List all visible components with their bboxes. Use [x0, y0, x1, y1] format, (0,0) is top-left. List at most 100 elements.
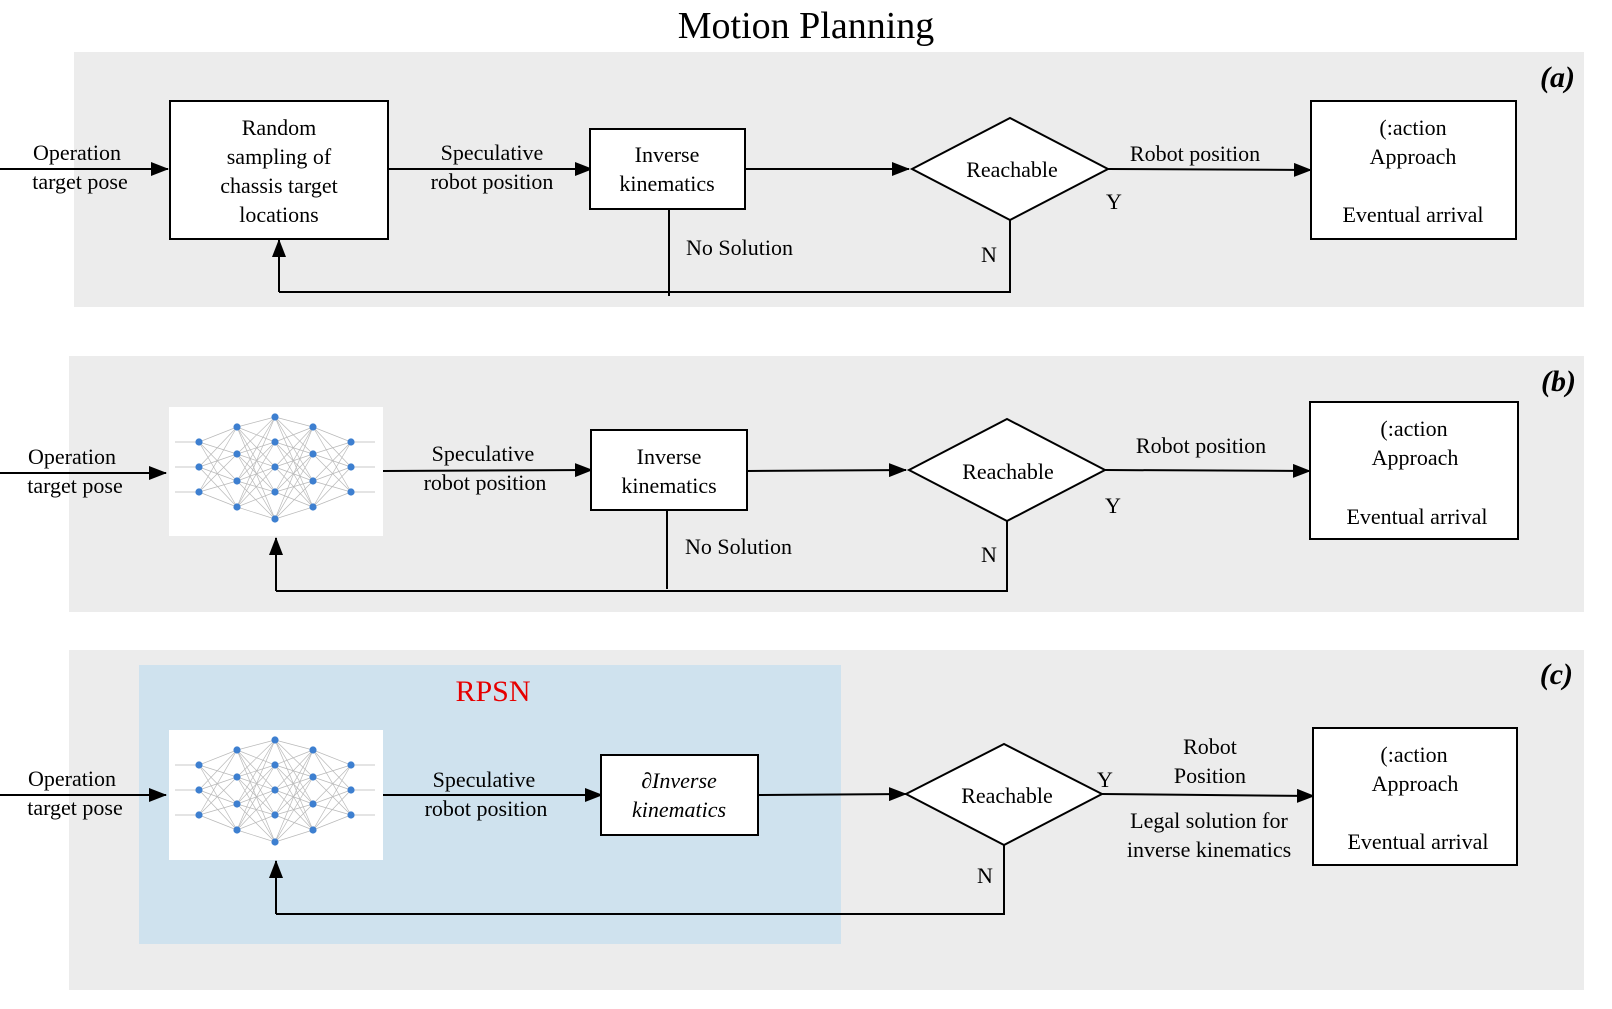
- panel-b-input-label-line2: target pose: [27, 473, 123, 498]
- nn-connection: [274, 466, 314, 482]
- panel-c-output-line1: (:action: [1380, 742, 1447, 767]
- nn-connection: [236, 491, 276, 508]
- nn-node: [271, 811, 279, 819]
- nn-connection: [274, 491, 314, 508]
- panel-c-yes-label: Y: [1097, 767, 1113, 792]
- panel-b-input-label-line1: Operation: [28, 444, 116, 469]
- nn-connection: [198, 749, 238, 766]
- panel-a-sampler-line1: Random: [242, 115, 317, 140]
- panel-a-ik-line2: kinematics: [619, 171, 714, 196]
- panel-c-label: (c): [1540, 658, 1573, 691]
- panel-b-output-box: [1309, 401, 1519, 540]
- panel-b-neural-network-card: [169, 407, 383, 536]
- panel-b: (b) Operation target pose Speculative ro…: [0, 356, 1584, 612]
- nn-connection: [274, 441, 314, 508]
- nn-connection: [274, 416, 314, 482]
- nn-node: [309, 800, 317, 808]
- nn-connection: [236, 466, 276, 508]
- nn-connection: [312, 426, 352, 468]
- nn-node: [271, 736, 279, 744]
- nn-node: [233, 477, 241, 485]
- nn-connection: [198, 776, 238, 791]
- panel-a-label: (a): [1540, 61, 1575, 94]
- panel-b-ik-line1: Inverse: [637, 444, 702, 469]
- nn-connection: [198, 466, 238, 508]
- nn-node: [195, 463, 203, 471]
- panel-b-speculative-arrow: [382, 463, 593, 478]
- nn-node: [347, 463, 355, 471]
- panel-a-sampler-line4: locations: [239, 202, 318, 227]
- nn-connection: [274, 426, 314, 493]
- nn-connection: [198, 441, 238, 508]
- nn-connection: [236, 739, 276, 778]
- nn-connection: [274, 480, 314, 520]
- panel-b-ik-box: [590, 429, 748, 511]
- panel-c-decision-label: Reachable: [961, 783, 1053, 808]
- nn-connection: [312, 749, 352, 816]
- panel-c-output-edge-label-line1: Robot: [1183, 734, 1237, 759]
- nn-node: [271, 761, 279, 769]
- nn-node: [347, 761, 355, 769]
- nn-connection: [312, 814, 352, 831]
- nn-node: [347, 438, 355, 446]
- nn-node: [309, 826, 317, 834]
- panel-c-output-arrow: [1101, 788, 1315, 803]
- panel-a-yes-label: Y: [1106, 189, 1122, 214]
- panel-c-input-label-line1: Operation: [28, 766, 116, 791]
- nn-connection: [198, 426, 238, 443]
- nn-connection: [312, 453, 352, 493]
- panel-c-diff-ik-line1: ∂Inverse: [641, 768, 717, 793]
- nn-connection: [198, 426, 238, 493]
- nn-connection: [236, 480, 276, 520]
- nn-connection: [236, 739, 276, 805]
- nn-connection: [274, 441, 314, 482]
- nn-connection: [236, 426, 276, 468]
- nn-connection: [274, 453, 314, 468]
- nn-connection: [274, 739, 314, 805]
- panel-b-output-line1: (:action: [1380, 416, 1447, 441]
- nn-connection: [274, 739, 314, 751]
- panel-c-speculative-label-line1: Speculative: [433, 767, 536, 792]
- nn-connection: [236, 764, 276, 778]
- panel-c-speculative-label-line2: robot position: [425, 796, 548, 821]
- nn-node: [233, 773, 241, 781]
- nn-connection: [312, 426, 352, 443]
- panel-a-output-arrow: [1107, 162, 1312, 177]
- nn-connection: [236, 814, 276, 831]
- panel-c-diff-ik-line2: kinematics: [632, 797, 726, 822]
- nn-connection: [236, 416, 276, 455]
- nn-connection: [312, 764, 352, 778]
- panel-b-speculative-label-line2: robot position: [424, 470, 547, 495]
- panel-b-loop-line: [276, 521, 1008, 592]
- nn-connection: [236, 829, 276, 843]
- nn-connection: [236, 416, 276, 508]
- nn-connection: [236, 416, 276, 428]
- panel-b-decision-label: Reachable: [962, 459, 1054, 484]
- panel-a-output-line1: (:action: [1379, 115, 1446, 140]
- nn-connection: [274, 749, 314, 816]
- panel-b-no-solution-label: No Solution: [685, 534, 792, 559]
- nn-connection: [198, 453, 238, 493]
- panel-a-sampler-line3: chassis target: [220, 173, 338, 198]
- nn-node: [195, 811, 203, 819]
- nn-connection: [274, 426, 314, 520]
- nn-connection: [312, 776, 352, 816]
- nn-connection: [198, 764, 238, 778]
- panel-a-decision-label: Reachable: [966, 157, 1058, 182]
- nn-node: [347, 811, 355, 819]
- nn-connection: [312, 491, 352, 508]
- nn-node: [233, 800, 241, 808]
- nn-connection: [274, 416, 314, 455]
- panel-a-output-edge-label: Robot position: [1130, 141, 1260, 166]
- nn-node: [271, 838, 279, 846]
- nn-connection: [312, 441, 352, 482]
- nn-connection: [198, 466, 238, 482]
- panel-a-input-label-line2: target pose: [32, 169, 128, 194]
- nn-node: [233, 746, 241, 754]
- nn-connection: [312, 764, 352, 831]
- nn-connection: [236, 749, 276, 816]
- nn-connection: [236, 441, 276, 455]
- nn-connection: [236, 453, 276, 468]
- nn-node: [195, 438, 203, 446]
- panel-b-neural-network-icon: [175, 413, 375, 523]
